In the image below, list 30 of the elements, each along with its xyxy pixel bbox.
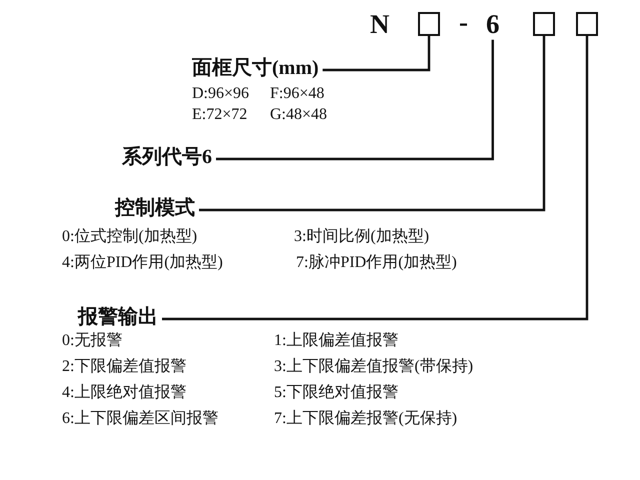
code-box (533, 12, 555, 36)
field-heading: 控制模式 (115, 197, 195, 219)
option-text: 6:上下限偏差区间报警 (62, 410, 218, 428)
field-heading: 报警输出 (78, 306, 158, 328)
leader-line (199, 36, 546, 212)
code-box (418, 12, 440, 36)
leader-line (216, 40, 494, 160)
option-text: E:72×72 (192, 106, 248, 124)
option-text: 2:下限偏差值报警 (62, 358, 186, 376)
code-letter: N (370, 10, 390, 40)
option-text: 7:上下限偏差报警(无保持) (274, 410, 458, 428)
code-letter: - (459, 8, 468, 38)
code-digit: 6 (486, 10, 500, 40)
option-text: G:48×48 (270, 106, 328, 124)
option-text: F:96×48 (270, 85, 324, 103)
option-text: 5:下限绝对值报警 (274, 384, 398, 402)
option-text: 1:上限偏差值报警 (274, 332, 398, 350)
option-text: D:96×96 (192, 85, 250, 103)
code-box (576, 12, 598, 36)
leader-line (322, 36, 430, 72)
option-text: 3:时间比例(加热型) (294, 228, 430, 246)
option-text: 0:位式控制(加热型) (62, 228, 198, 246)
field-heading: 系列代号6 (122, 146, 212, 168)
option-text: 3:上下限偏差值报警(带保持) (274, 358, 474, 376)
option-text: 4:两位PID作用(加热型) (62, 254, 223, 272)
leader-line (162, 36, 588, 320)
option-text: 0:无报警 (62, 332, 122, 350)
option-text: 7:脉冲PID作用(加热型) (296, 254, 457, 272)
option-text: 4:上限绝对值报警 (62, 384, 186, 402)
field-heading: 面框尺寸(mm) (192, 57, 319, 79)
